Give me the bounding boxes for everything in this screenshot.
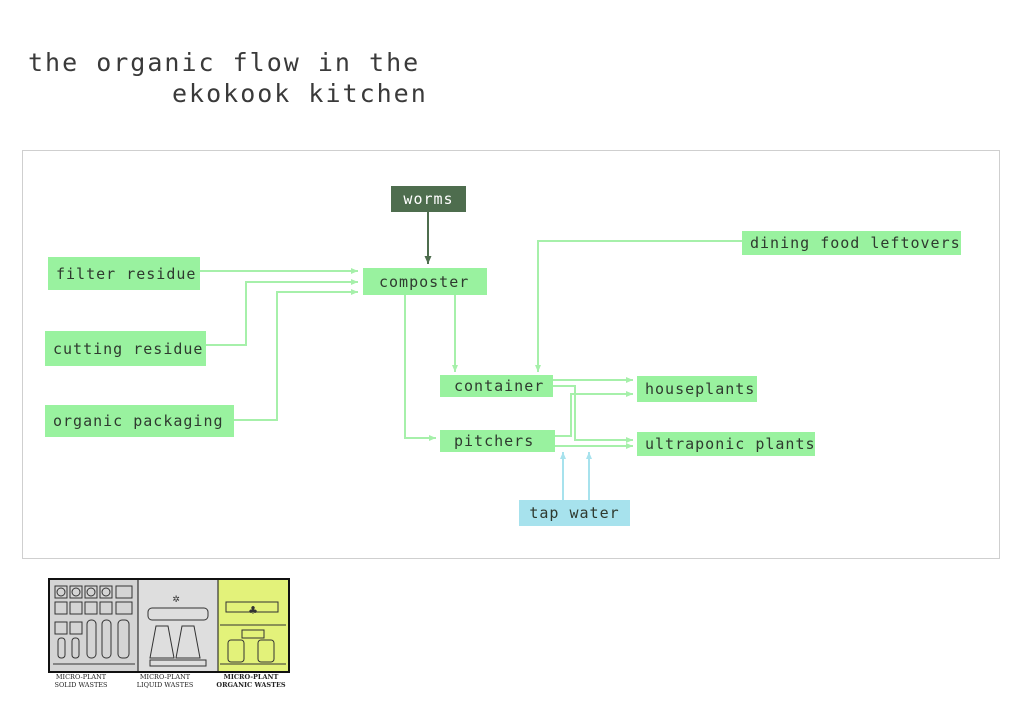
node-dining-food-leftovers: dining food leftovers bbox=[742, 231, 961, 255]
edge-composter-to-pitchers bbox=[404, 295, 436, 441]
node-tap-water: tap water bbox=[519, 500, 630, 526]
edge-leftovers-to-container bbox=[535, 240, 742, 372]
node-worms: worms bbox=[391, 186, 466, 212]
node-houseplants: houseplants bbox=[637, 376, 757, 402]
node-organic-packaging: organic packaging bbox=[45, 405, 234, 437]
node-composter: composter bbox=[363, 268, 487, 295]
edge-container-to-ultraponic bbox=[553, 385, 633, 443]
micro-plant-illustration: ✲ ♣ bbox=[48, 578, 290, 673]
diagram-frame bbox=[22, 150, 1000, 559]
title-line-1: the organic flow in the bbox=[28, 48, 421, 77]
node-filter-residue: filter residue bbox=[48, 257, 200, 290]
node-ultraponic-plants: ultraponic plants bbox=[637, 432, 815, 456]
node-container: container bbox=[440, 375, 553, 397]
edge-packaging-to-composter bbox=[234, 289, 358, 421]
node-pitchers: pitchers bbox=[440, 430, 555, 452]
node-cutting-residue: cutting residue bbox=[45, 331, 206, 366]
edge-pitchers-to-houseplants bbox=[555, 391, 633, 437]
micro-plant-drawing: ✲ ♣ bbox=[50, 580, 288, 671]
bee-icon: ✲ bbox=[172, 595, 180, 605]
edge-cutting-to-composter bbox=[206, 279, 358, 346]
title-line-2: ekokook kitchen bbox=[172, 79, 428, 108]
worm-bin-icon: ♣ bbox=[248, 604, 258, 617]
